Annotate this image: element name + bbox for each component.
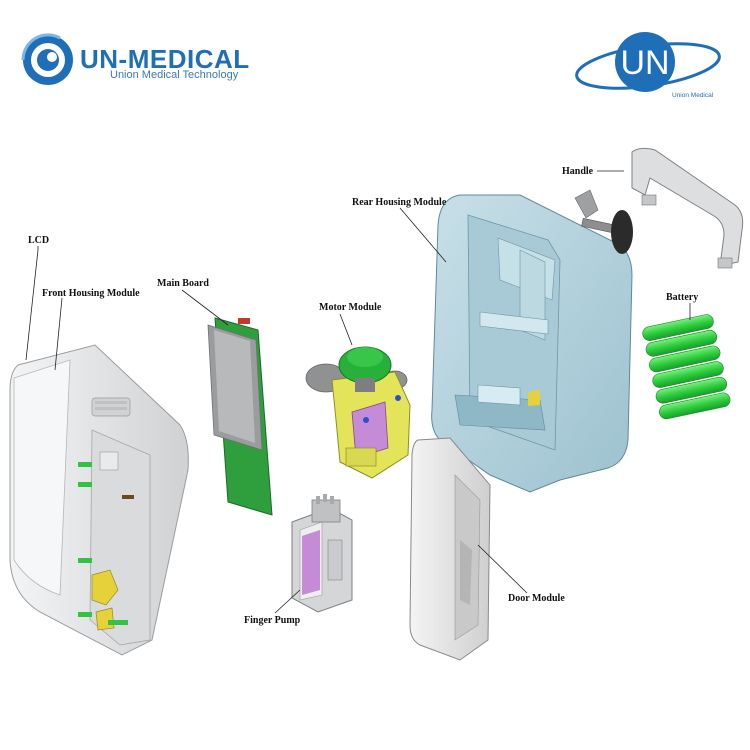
finger-pump <box>291 494 353 613</box>
brand-subtitle: Union Medical Technology <box>110 69 239 81</box>
main-board-leader-line <box>181 289 229 326</box>
leader-lines <box>25 170 691 614</box>
main-board <box>207 317 273 516</box>
door-module <box>409 437 491 661</box>
swirl-logo-icon <box>21 33 73 85</box>
label-lcd: LCD <box>28 235 49 246</box>
un-mark: UN <box>620 44 669 82</box>
label-rear-housing-module: Rear Housing Module <box>352 197 447 208</box>
brand-title: UN-MEDICAL <box>80 44 250 74</box>
finger-pump-leader-line <box>274 589 301 614</box>
battery-pack <box>642 314 731 420</box>
label-door-module: Door Module <box>508 593 565 604</box>
label-finger-pump: Finger Pump <box>244 615 301 626</box>
motor-leader-line <box>339 313 353 346</box>
un-subtitle: Union Medical <box>672 92 714 99</box>
label-front-housing-module: Front Housing Module <box>42 288 140 299</box>
lcd-leader-line <box>25 246 39 361</box>
front-housing-leader-line <box>54 297 63 371</box>
front-housing-module <box>9 344 189 656</box>
un-medical-logo: UN-MEDICAL Union Medical Technology <box>21 33 250 85</box>
part-labels: LCD Front Housing Module Main Board Moto… <box>28 166 698 626</box>
rear-housing-module <box>431 189 633 493</box>
label-main-board: Main Board <box>157 278 209 289</box>
un-badge-icon <box>615 32 675 92</box>
label-battery: Battery <box>666 292 698 303</box>
label-motor-module: Motor Module <box>319 302 382 313</box>
label-handle: Handle <box>562 166 594 177</box>
union-medical-logo: UN Union Medical <box>575 32 721 99</box>
handle-part <box>631 147 744 269</box>
motor-module <box>305 346 411 479</box>
door-leader-line <box>477 544 528 594</box>
rear-housing-leader-line <box>399 207 447 263</box>
